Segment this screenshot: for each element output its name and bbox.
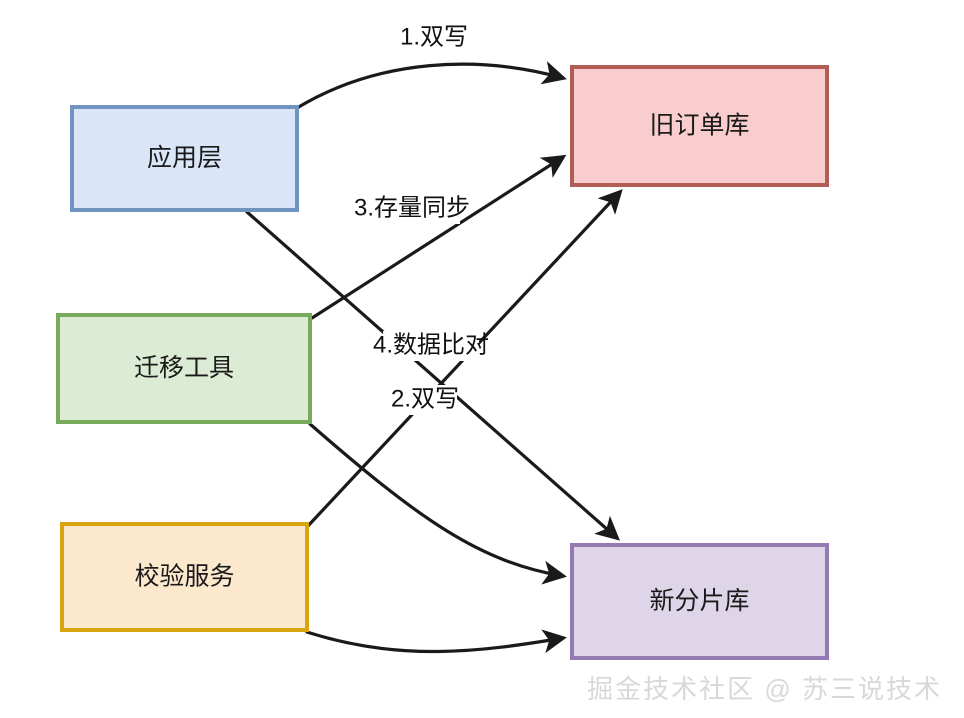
node-label-app-layer: 应用层	[147, 144, 222, 172]
edge-edge-5	[308, 422, 567, 585]
node-new-shard-db[interactable]: 新分片库	[570, 543, 829, 660]
edge-labels-layer: 1.双写 3.存量同步 4.数据比对 2.双写	[354, 23, 489, 415]
edge-edge-3	[310, 154, 567, 320]
node-label-verify-service: 校验服务	[134, 563, 234, 591]
edge-label-edge-3: 3.存量同步	[354, 194, 470, 221]
watermark: 掘金技术社区 @ 苏三说技术	[587, 674, 942, 704]
edge-label-backdrop-edge-3	[364, 194, 460, 224]
node-app-layer[interactable]: 应用层	[70, 105, 299, 212]
edge-edge-6	[305, 629, 567, 654]
node-box-migration-tool[interactable]	[56, 313, 312, 424]
node-migration-tool[interactable]: 迁移工具	[56, 313, 312, 424]
node-box-old-order-db[interactable]	[570, 65, 829, 187]
node-label-new-shard-db: 新分片库	[649, 587, 749, 615]
node-label-old-order-db: 旧订单库	[649, 112, 749, 140]
edge-label-edge-4: 4.数据比对	[373, 331, 489, 358]
node-label-migration-tool: 迁移工具	[134, 354, 234, 382]
node-verify-service[interactable]: 校验服务	[60, 522, 309, 632]
edge-edge-2	[245, 210, 621, 541]
node-box-verify-service[interactable]	[60, 522, 309, 632]
node-box-new-shard-db[interactable]	[570, 543, 829, 660]
node-old-order-db[interactable]: 旧订单库	[570, 65, 829, 187]
edge-label-edge-2: 2.双写	[391, 385, 459, 412]
edge-label-backdrop-edge-4	[383, 331, 479, 361]
edge-label-edge-1: 1.双写	[400, 23, 468, 50]
edge-edge-1	[295, 61, 567, 110]
node-box-app-layer[interactable]	[70, 105, 299, 212]
edge-label-backdrop-edge-2	[393, 385, 457, 415]
edge-label-backdrop-edge-1	[402, 23, 466, 53]
